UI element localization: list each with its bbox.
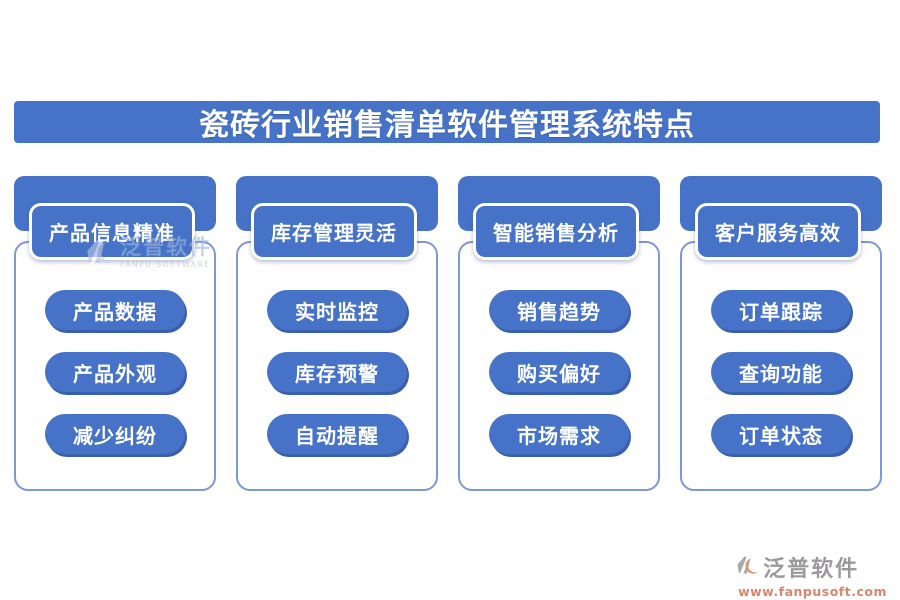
feature-column-product-info: 产品信息精准 产品数据 产品外观 减少纠纷 [14, 176, 216, 496]
feature-column-customer-service: 客户服务高效 订单跟踪 查询功能 订单状态 [680, 176, 882, 496]
feature-column-inventory: 库存管理灵活 实时监控 库存预警 自动提醒 [236, 176, 438, 496]
feature-item: 查询功能 [711, 352, 851, 392]
feature-item: 产品外观 [45, 352, 185, 392]
page-title: 瓷砖行业销售清单软件管理系统特点 [14, 101, 880, 143]
feature-item: 产品数据 [45, 290, 185, 330]
feature-item: 销售趋势 [489, 290, 629, 330]
feature-item: 减少纠纷 [45, 414, 185, 454]
feature-item: 市场需求 [489, 414, 629, 454]
feature-header: 产品信息精准 [29, 203, 195, 260]
feature-header: 客户服务高效 [695, 203, 861, 260]
footer-logo: 泛普软件 www.fanpusoft.com [736, 551, 887, 599]
feature-item: 订单状态 [711, 414, 851, 454]
feature-item: 订单跟踪 [711, 290, 851, 330]
feature-item: 自动提醒 [267, 414, 407, 454]
footer-url: www.fanpusoft.com [738, 584, 887, 599]
feature-item: 实时监控 [267, 290, 407, 330]
feature-item: 购买偏好 [489, 352, 629, 392]
feature-header: 库存管理灵活 [251, 203, 417, 260]
feature-column-sales-analysis: 智能销售分析 销售趋势 购买偏好 市场需求 [458, 176, 660, 496]
feature-header: 智能销售分析 [473, 203, 639, 260]
feature-item: 库存预警 [267, 352, 407, 392]
footer-brand: 泛普软件 [763, 557, 860, 582]
fanpu-logo-icon [736, 554, 760, 581]
